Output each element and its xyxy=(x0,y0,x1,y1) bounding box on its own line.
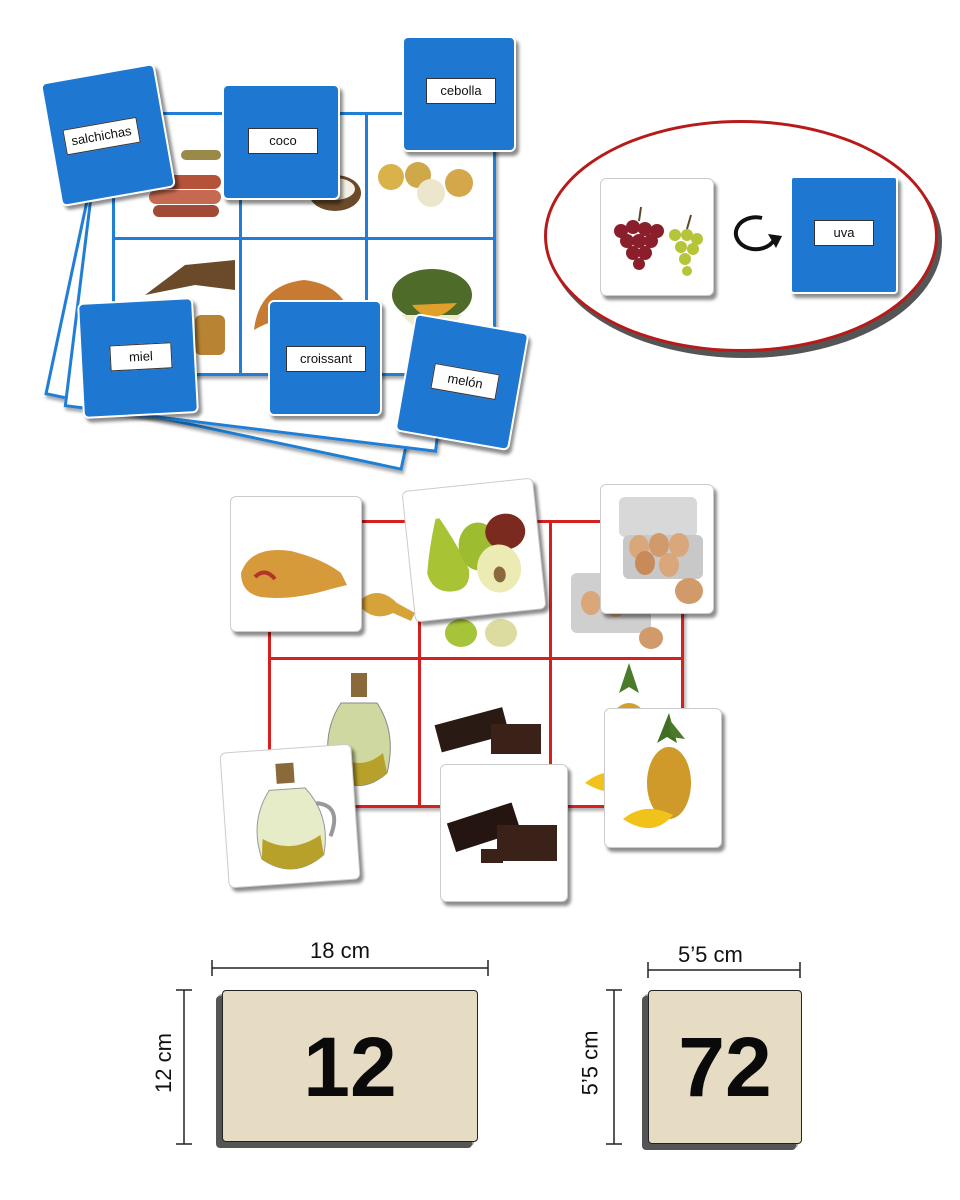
onions-image xyxy=(378,162,473,207)
word-label: salchichas xyxy=(62,116,141,156)
small-width-label: 5’5 cm xyxy=(678,942,743,967)
eggs-image xyxy=(619,497,703,604)
dimensions-section: 18 cm 12 cm 12 5’5 cm 5’5 cm 72 xyxy=(150,930,830,1160)
red-lotto-set xyxy=(210,476,730,902)
small-card-sample: 72 xyxy=(648,990,802,1144)
small-height-dimension-line xyxy=(606,989,622,1145)
small-card-count: 72 xyxy=(678,1020,772,1114)
word-card-croissant[interactable]: croissant xyxy=(268,300,382,416)
blue-lotto-set: salchichas coco cebolla miel croissant m… xyxy=(0,0,560,471)
chocolate-image xyxy=(446,802,557,863)
large-width-label: 18 cm xyxy=(310,938,370,963)
word-label: croissant xyxy=(286,346,366,372)
word-label: cebolla xyxy=(426,78,496,104)
width-dimension-line xyxy=(211,960,489,976)
word-label: melón xyxy=(430,363,500,401)
grapes-picture-card[interactable] xyxy=(600,178,714,296)
example-callout: uva xyxy=(544,116,948,364)
word-card-miel[interactable]: miel xyxy=(77,297,199,419)
word-card-cebolla[interactable]: cebolla xyxy=(402,36,516,152)
small-width-dimension-line xyxy=(647,962,801,978)
pears-image xyxy=(445,619,517,647)
word-label: uva xyxy=(814,220,874,246)
height-dimension-line xyxy=(176,989,192,1145)
chicken-leg-image xyxy=(241,549,347,598)
word-card-uva[interactable]: uva xyxy=(790,176,898,294)
picture-card-eggs[interactable] xyxy=(600,484,714,614)
picture-card-pineapple[interactable] xyxy=(604,708,722,848)
picture-card-chicken[interactable] xyxy=(230,496,362,632)
picture-card-oil[interactable] xyxy=(219,743,361,889)
pineapple-image xyxy=(623,713,691,829)
chicken-leg-image xyxy=(357,593,415,621)
large-card-count: 12 xyxy=(303,1020,397,1114)
oil-cruet-image xyxy=(256,762,337,870)
picture-card-chocolate[interactable] xyxy=(440,764,568,902)
word-label: miel xyxy=(109,342,173,372)
small-height-label: 5’5 cm xyxy=(577,1030,603,1096)
picture-card-pears[interactable] xyxy=(401,477,547,623)
grapes-image xyxy=(614,206,703,276)
chocolate-image xyxy=(434,707,541,754)
word-card-melon[interactable]: melón xyxy=(394,312,530,452)
word-card-salchichas[interactable]: salchichas xyxy=(39,62,177,208)
rotate-arrow-icon xyxy=(733,215,782,252)
large-card-sample: 12 xyxy=(222,990,478,1142)
large-height-label: 12 cm xyxy=(150,1033,176,1093)
pears-image xyxy=(427,513,526,593)
word-label: coco xyxy=(248,128,318,154)
word-card-coco[interactable]: coco xyxy=(222,84,340,200)
